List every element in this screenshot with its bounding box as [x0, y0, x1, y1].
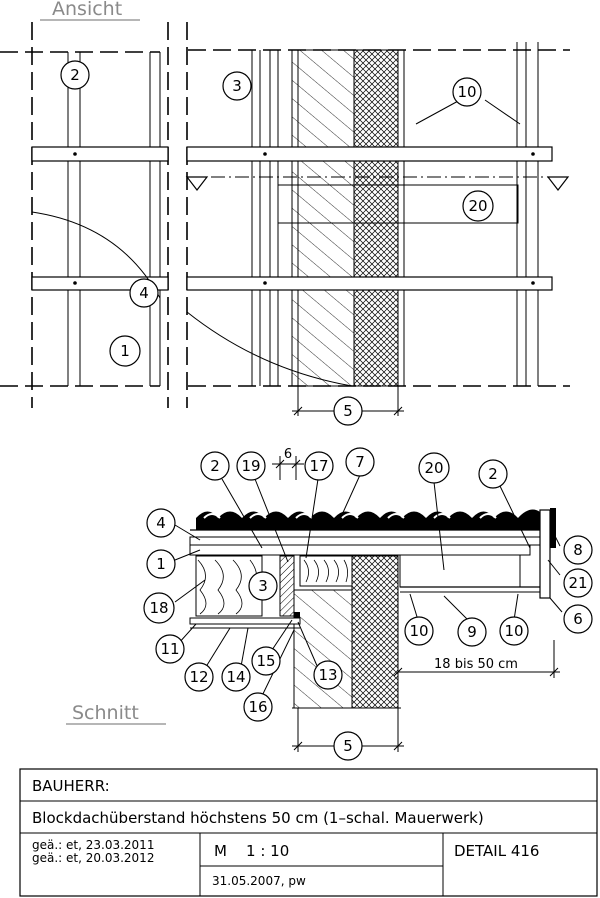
section-marker-1: 1: [146, 549, 176, 579]
elevation-view: Ansicht: [0, 0, 570, 426]
scale: M 1 : 10: [214, 842, 289, 860]
elevation-marker-3: 3: [222, 71, 252, 101]
section-wall-masonry: [293, 589, 353, 709]
elevation-wall-masonry: [291, 49, 355, 387]
section-marker-21: 21: [563, 568, 593, 598]
section-wall-insulation: [351, 555, 399, 709]
section-dimension-span: [393, 640, 560, 678]
section-dimension-bottom-marker: 5: [333, 731, 363, 761]
section-rafter-top: [189, 544, 531, 556]
svg-text:17: 17: [309, 457, 328, 475]
svg-text:15: 15: [256, 652, 275, 670]
section-dimension-top-label: 6: [284, 447, 292, 462]
section-roof-tiles: [196, 509, 548, 530]
svg-text:4: 4: [156, 514, 166, 532]
client-label: BAUHERR:: [32, 777, 110, 795]
elevation-level-marker-right: [546, 176, 570, 191]
section-marker-6: 6: [563, 604, 593, 634]
svg-text:2: 2: [210, 457, 220, 475]
svg-text:18: 18: [149, 599, 168, 617]
elevation-marker-10: 10: [452, 77, 482, 107]
svg-text:3: 3: [232, 77, 242, 95]
section-marker-14: 14: [221, 662, 251, 692]
section-gutter-flashing: [550, 508, 556, 548]
svg-text:8: 8: [573, 541, 583, 559]
svg-text:7: 7: [355, 453, 365, 471]
svg-text:11: 11: [160, 640, 179, 658]
detail-number: DETAIL 416: [454, 842, 539, 860]
title-block: BAUHERR: Blockdachüberstand höchstens 50…: [19, 768, 598, 897]
svg-text:6: 6: [573, 610, 583, 628]
section-marker-10a: 10: [404, 616, 434, 646]
svg-text:2: 2: [488, 465, 498, 483]
section-roof-board: [189, 536, 541, 546]
elevation-marker-2: 2: [60, 60, 90, 90]
section-marker-18: 18: [143, 592, 175, 624]
elevation-wall-insulation: [353, 49, 399, 387]
revision-2: geä.: et, 20.03.2012: [32, 851, 154, 865]
svg-text:20: 20: [468, 197, 487, 215]
section-marker-2b: 2: [478, 459, 508, 489]
svg-text:10: 10: [409, 622, 428, 640]
elevation-arc-right: [186, 311, 353, 387]
svg-text:9: 9: [467, 623, 477, 641]
section-marker-15: 15: [251, 646, 281, 676]
revision-1: geä.: et, 23.03.2011: [32, 838, 154, 852]
section-dimension-top: [272, 456, 304, 480]
elevation-battens: [31, 146, 553, 291]
svg-text:4: 4: [139, 284, 149, 302]
section-dimension-span-label: 18 bis 50 cm: [434, 657, 518, 672]
section-batten: [279, 555, 295, 617]
svg-text:5: 5: [343, 402, 353, 420]
svg-text:16: 16: [248, 698, 267, 716]
section-marker-20: 20: [418, 452, 450, 484]
description: Blockdachüberstand höchstens 50 cm (1–sc…: [32, 809, 484, 827]
section-marker-3: 3: [248, 571, 278, 601]
elevation-title: Ansicht: [52, 0, 122, 20]
elevation-marker-1: 1: [109, 335, 141, 367]
section-marker-11: 11: [155, 634, 185, 664]
section-marker-9: 9: [457, 617, 487, 647]
elevation-level-marker-left: [185, 176, 209, 191]
section-marker-17: 17: [304, 451, 334, 481]
elevation-nails: [73, 152, 535, 285]
section-marker-12: 12: [184, 662, 214, 692]
elevation-marker-20: 20: [462, 190, 494, 222]
svg-text:1: 1: [120, 342, 130, 360]
elevation-purlin: [277, 184, 519, 224]
elevation-dimension-marker: 5: [333, 396, 363, 426]
section-marker-4: 4: [146, 508, 176, 538]
section-marker-8: 8: [563, 535, 593, 565]
svg-text:2: 2: [70, 66, 80, 84]
section-fascia: [539, 509, 551, 599]
section-marker-10b: 10: [499, 616, 529, 646]
svg-text:3: 3: [258, 577, 268, 595]
svg-text:13: 13: [318, 666, 337, 684]
elevation-marker-4: 4: [129, 278, 159, 308]
section-marker-2a: 2: [200, 451, 230, 481]
svg-text:1: 1: [156, 555, 166, 573]
svg-text:5: 5: [343, 737, 353, 755]
section-marker-16: 16: [243, 692, 273, 722]
svg-text:10: 10: [457, 83, 476, 101]
section-view: 6 18 bis 50 cm 5: [66, 447, 593, 761]
section-ceiling-board: [189, 617, 301, 625]
section-marker-13: 13: [313, 660, 343, 690]
svg-text:14: 14: [226, 668, 245, 686]
svg-text:19: 19: [241, 457, 260, 475]
section-marker-7: 7: [345, 447, 375, 477]
svg-text:10: 10: [504, 622, 523, 640]
svg-text:20: 20: [424, 459, 443, 477]
section-title: Schnitt: [72, 702, 139, 724]
date: 31.05.2007, pw: [212, 874, 306, 888]
svg-text:12: 12: [189, 668, 208, 686]
section-purlin: [399, 554, 521, 588]
section-marker-19: 19: [236, 451, 266, 481]
svg-text:21: 21: [568, 574, 587, 592]
